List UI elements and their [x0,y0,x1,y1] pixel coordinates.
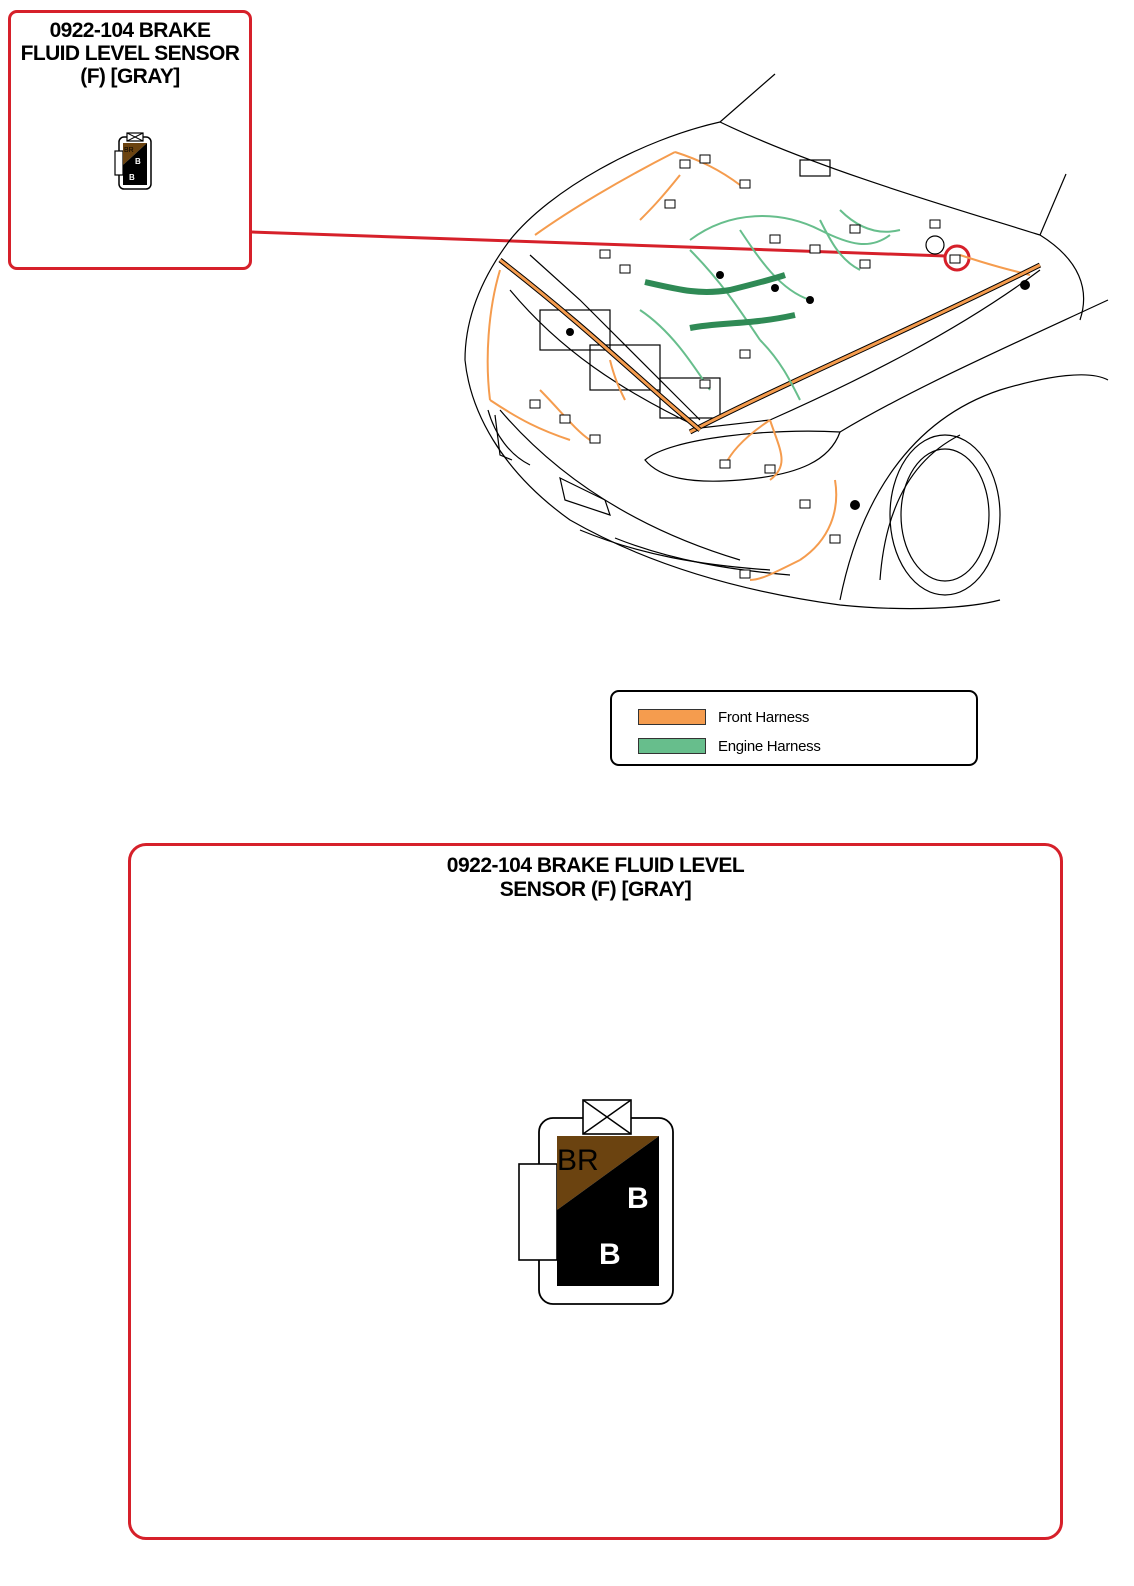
connector-face-diagram: BR B B [518,1099,674,1305]
connector-detail-box: 0922-104 BRAKE FLUID LEVEL SENSOR (F) [G… [128,843,1063,1540]
detail-title-line1: 0922-104 BRAKE FLUID LEVEL [446,854,745,877]
engine-harness-swatch [638,738,706,754]
legend-item-front-harness: Front Harness [638,706,809,728]
legend-label-engine-harness: Engine Harness [718,737,821,755]
pin-right-label: B [627,1182,649,1215]
pin-top-color-label: BR [557,1144,599,1177]
terminal-black [557,1136,659,1286]
thumb-pin-bottom: B [129,173,135,182]
thumb-pin-top: BR [124,147,134,154]
detail-title-line2: SENSOR (F) [GRAY] [499,878,692,901]
callout-title-line1: 0922-104 BRAKE [49,19,211,42]
pin-bottom-label: B [599,1238,621,1271]
connector-thumbnail-icon: B B BR [114,132,152,190]
connector-callout-box: 0922-104 BRAKE FLUID LEVEL SENSOR (F) [G… [8,10,252,270]
callout-title-line3: (F) [GRAY] [80,65,180,88]
vehicle-engine-bay-illustration [464,73,1109,610]
front-harness-swatch [638,709,706,725]
thumb-pin-right: B [135,157,141,166]
legend-label-front-harness: Front Harness [718,708,810,726]
legend-item-engine-harness: Engine Harness [638,735,821,757]
detail-title: 0922-104 BRAKE FLUID LEVEL SENSOR (F) [G… [131,854,1060,902]
callout-title: 0922-104 BRAKE FLUID LEVEL SENSOR (F) [G… [11,19,249,88]
callout-title-line2: FLUID LEVEL SENSOR [20,42,240,65]
harness-legend: Front Harness Engine Harness [610,690,978,766]
